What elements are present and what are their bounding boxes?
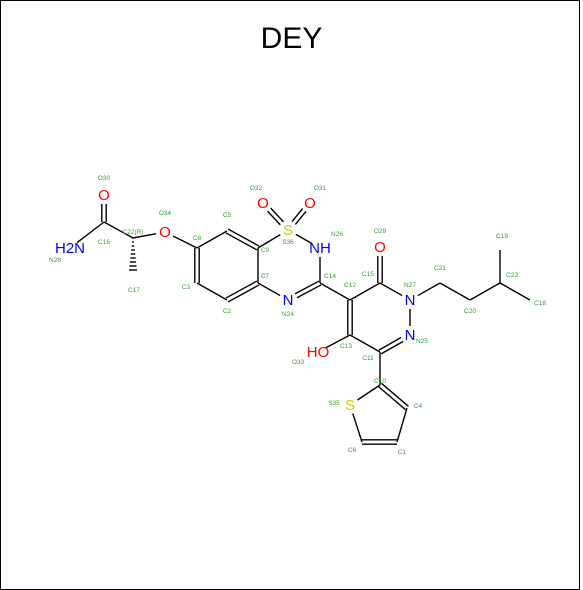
bond-C23-C18 [499, 282, 531, 301]
atom-label-O31: O31 [314, 185, 327, 192]
atom-label-C3: C3 [182, 284, 191, 291]
atom-label-C14: C14 [324, 273, 336, 280]
atom-label-C7: C7 [261, 273, 270, 280]
bond-C6-C1 [362, 439, 397, 445]
bond-S36-O31 [291, 208, 307, 225]
bond-S36-N26 [295, 233, 313, 245]
atom-label-O30: O30 [98, 175, 111, 182]
atom-label-O34: O34 [159, 210, 172, 217]
bond-S36-O32 [266, 207, 285, 226]
atom-symbol-N24: N [283, 292, 294, 309]
bond-C14-C12 [319, 282, 351, 301]
atom-symbol-O32: O [257, 195, 269, 212]
bond-C16-N28 [76, 221, 105, 244]
bond-C12-C15 [349, 282, 381, 301]
bond-C4-C10 [378, 382, 409, 411]
bond-C15-O29 [377, 256, 383, 283]
atom-symbol-O31: O [304, 195, 316, 212]
atom-symbol-O29: O [374, 239, 386, 256]
atom-label-C12: C12 [344, 282, 356, 289]
atom-label-O33: O33 [292, 359, 305, 366]
atom-label-C18: C18 [534, 300, 546, 307]
bond-C8-C3 [194, 248, 200, 283]
bond-C11-C13 [349, 334, 381, 353]
bond-C21-C20 [439, 282, 471, 301]
atom-label-C8: C8 [193, 235, 202, 242]
bond-C13-C12 [347, 300, 353, 335]
molecule-title: DEY [260, 22, 323, 55]
bond-O34-C8 [172, 235, 198, 249]
atom-label-C19: C19 [496, 233, 508, 240]
atom-symbol-N25: N [405, 327, 416, 344]
atom-symbol-O30: O [98, 187, 110, 204]
bond-C9-S36 [257, 234, 281, 249]
bond-C13-O33 [325, 334, 351, 349]
atom-label-N24: N24 [282, 311, 294, 318]
atom-label-C11: C11 [362, 355, 374, 362]
bond-layer [76, 204, 531, 445]
bond-C22-C17 [129, 237, 137, 271]
atom-label-N27: N27 [404, 282, 416, 289]
atom-label-C5: C5 [223, 212, 232, 219]
bond-N27-C21 [417, 282, 441, 297]
bond-C5-C8 [196, 230, 228, 249]
atom-label-C22: C22(R) [123, 229, 144, 236]
bond-C20-C23 [469, 282, 501, 301]
bond-C3-C2 [196, 282, 228, 301]
bond-N24-C7 [257, 282, 281, 297]
atom-label-S36: S36 [282, 239, 294, 246]
atom-symbol-O34: O [159, 224, 171, 241]
atom-label-C15: C15 [362, 271, 374, 278]
bond-C9-C5 [225, 228, 260, 251]
atom-label-C13: C13 [340, 343, 352, 350]
bond-S35-C6 [352, 413, 363, 443]
bond-O30-C16 [101, 204, 107, 222]
bond-C1-C4 [396, 407, 408, 443]
bond-C16-C22 [103, 221, 134, 239]
bond-C15-N27 [379, 282, 403, 297]
atom-label-O29: O29 [374, 228, 387, 235]
atom-label-C6: C6 [348, 447, 357, 454]
atom-label-C9: C9 [261, 247, 270, 254]
atom-label-C4: C4 [414, 403, 423, 410]
atom-label-C21: C21 [434, 265, 446, 272]
bond-C10-S35 [357, 384, 381, 401]
atom-symbol-S35: S [345, 397, 355, 414]
atom-label-C1: C1 [398, 449, 407, 456]
atom-label-C16: C16 [98, 239, 110, 246]
atom-label-S35: S35 [328, 400, 340, 407]
atom-label-C10: C10 [374, 378, 386, 385]
atom-label-C17: C17 [128, 287, 140, 294]
atom-label-N28: N28 [49, 257, 61, 264]
atom-label-C2: C2 [223, 308, 232, 315]
atom-label-C20: C20 [464, 308, 476, 315]
atom-symbol-O33: HO [307, 344, 330, 361]
atom-label-N25: N25 [416, 338, 428, 345]
atom-label-O32: O32 [250, 185, 263, 192]
atom-label-C23: C23 [506, 272, 518, 279]
atom-symbol-S36: S [283, 222, 293, 239]
atom-symbol-N28: H2N [55, 240, 85, 257]
bond-C22-O34 [132, 232, 157, 239]
atom-label-N26: N26 [331, 231, 343, 238]
atom-symbol-N26: NH [309, 240, 331, 257]
bond-C14-N24 [294, 280, 322, 299]
atom-symbol-N27: N [405, 292, 416, 309]
bond-C2-C7 [225, 280, 260, 303]
bond-N25-C11 [378, 336, 404, 355]
